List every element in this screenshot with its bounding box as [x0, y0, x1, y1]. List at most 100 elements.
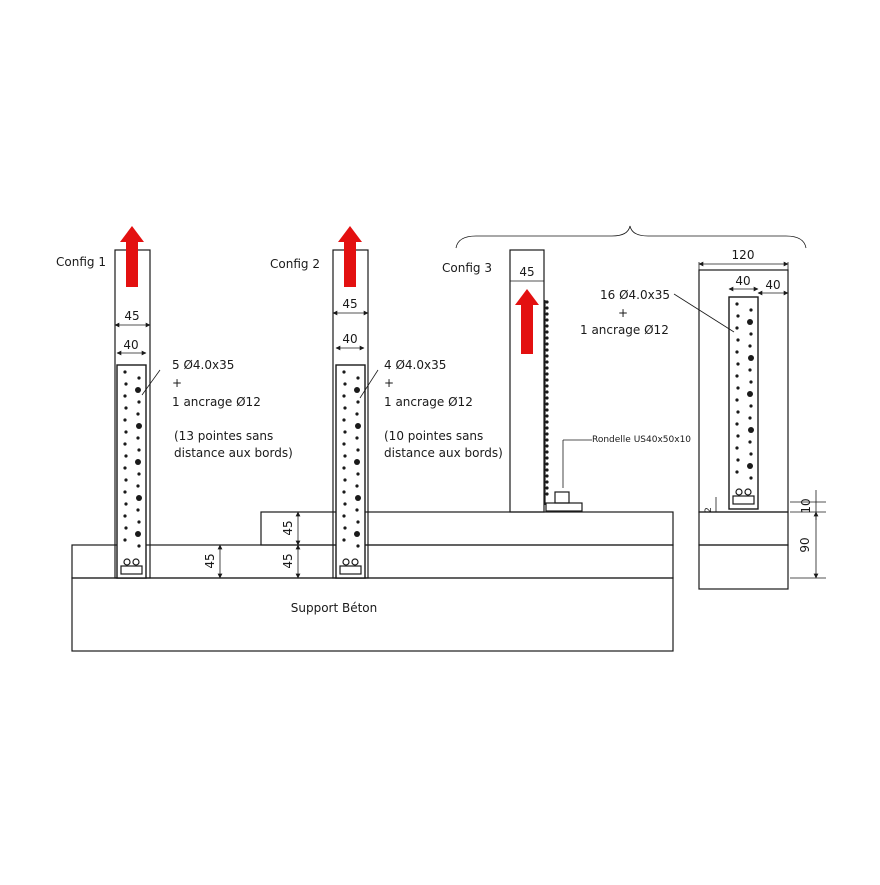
- nail-hole: [735, 350, 739, 354]
- nail-hole: [748, 355, 754, 361]
- nail-mark: [545, 450, 549, 454]
- nail-hole: [124, 502, 128, 506]
- nail-mark: [545, 402, 549, 406]
- nail-hole: [356, 544, 360, 548]
- nail-hole: [124, 478, 128, 482]
- nail-mark: [545, 318, 549, 322]
- nail-hole: [137, 520, 141, 524]
- nail-mark: [545, 360, 549, 364]
- config-1-note-5: distance aux bords): [174, 446, 293, 460]
- section-anchor-bolt-2: [744, 488, 752, 496]
- nail-hole: [356, 376, 360, 380]
- nail-hole: [735, 470, 739, 474]
- config-2-label: Config 2: [270, 257, 320, 271]
- section-dim-side: 40: [765, 278, 780, 292]
- nail-mark: [545, 372, 549, 376]
- nail-hole: [124, 454, 128, 458]
- config-1-note-1: 5 Ø4.0x35: [172, 358, 234, 372]
- nail-mark: [545, 342, 549, 346]
- config-3-brace: [455, 225, 807, 249]
- nail-hole: [748, 344, 752, 348]
- nail-hole: [749, 476, 753, 480]
- nail-mark: [545, 486, 549, 490]
- section-dim-90: 90: [798, 537, 812, 552]
- nail-hole: [736, 434, 740, 438]
- nail-hole: [342, 418, 346, 422]
- nail-hole: [736, 362, 740, 366]
- nail-hole: [736, 386, 740, 390]
- nail-mark: [545, 474, 549, 478]
- nail-hole: [135, 531, 141, 537]
- section-anchor-bolt: [735, 488, 743, 496]
- nail-hole: [343, 478, 347, 482]
- nail-hole: [123, 394, 127, 398]
- section-dim-total: 120: [732, 248, 755, 262]
- config-1-label: Config 1: [56, 255, 106, 269]
- config-1-note-3: 1 ancrage Ø12: [172, 395, 261, 409]
- section-lower-layer: [698, 544, 789, 590]
- config-2-anchor-bolt: [342, 558, 350, 566]
- nail-hole: [343, 454, 347, 458]
- nail-hole: [736, 458, 740, 462]
- timber-upper-layer: [260, 511, 674, 546]
- nail-hole: [736, 410, 740, 414]
- nail-hole: [136, 436, 140, 440]
- nail-mark: [545, 438, 549, 442]
- nail-mark: [545, 330, 549, 334]
- nail-mark: [545, 366, 549, 370]
- config-1-anchor-washer: [120, 565, 143, 575]
- config-2-nail-holes: [342, 370, 361, 548]
- nail-hole: [123, 490, 127, 494]
- timber-lower-layer: [71, 544, 674, 579]
- nail-mark: [545, 384, 549, 388]
- nail-hole: [342, 538, 346, 542]
- section-dim-2: 2: [704, 507, 714, 513]
- config-1-note-2: +: [172, 376, 182, 390]
- config-1-note-4: (13 pointes sans: [174, 429, 273, 443]
- nail-mark: [545, 444, 549, 448]
- nail-hole: [355, 423, 361, 429]
- section-nail-holes: [735, 302, 754, 480]
- nail-hole: [354, 531, 360, 537]
- nail-mark: [545, 492, 549, 496]
- config-3-nut: [554, 491, 570, 504]
- nail-hole: [123, 442, 127, 446]
- nail-hole: [124, 382, 128, 386]
- section-upper-layer: [698, 511, 789, 546]
- nail-hole: [342, 466, 346, 470]
- config-1-dim-plate: 40: [123, 338, 138, 352]
- nail-hole: [354, 459, 360, 465]
- nail-hole: [735, 326, 739, 330]
- config-1-connector-plate: [116, 364, 147, 579]
- nail-hole: [736, 314, 740, 318]
- section-note-1: 16 Ø4.0x35: [600, 288, 670, 302]
- config-2-load-arrow: [338, 226, 362, 287]
- nail-hole: [343, 502, 347, 506]
- nail-hole: [748, 427, 754, 433]
- nail-mark: [545, 390, 549, 394]
- nail-hole: [137, 448, 141, 452]
- nail-mark: [545, 354, 549, 358]
- config-2-connector-plate: [335, 364, 366, 579]
- nail-mark: [545, 312, 549, 316]
- config-3-dim-post: 45: [519, 265, 534, 279]
- nail-hole: [137, 472, 141, 476]
- config-1-leader: [141, 369, 161, 396]
- config-2-anchor-washer: [339, 565, 362, 575]
- nail-mark: [545, 348, 549, 352]
- config-3-nail-profile: [545, 300, 549, 496]
- section-leader: [673, 293, 735, 333]
- config-2-dim-post: 45: [342, 297, 357, 311]
- nail-hole: [136, 412, 140, 416]
- nail-hole: [356, 400, 360, 404]
- nail-hole: [343, 526, 347, 530]
- section-connector-plate: [728, 296, 759, 510]
- nail-hole: [735, 398, 739, 402]
- nail-mark: [545, 480, 549, 484]
- config-1-nail-holes: [123, 370, 142, 548]
- config-2-leader: [359, 369, 379, 399]
- nail-hole: [355, 412, 359, 416]
- config-2-note-4: (10 pointes sans: [384, 429, 483, 443]
- nail-hole: [137, 376, 141, 380]
- config-3-load-arrow: [515, 289, 539, 354]
